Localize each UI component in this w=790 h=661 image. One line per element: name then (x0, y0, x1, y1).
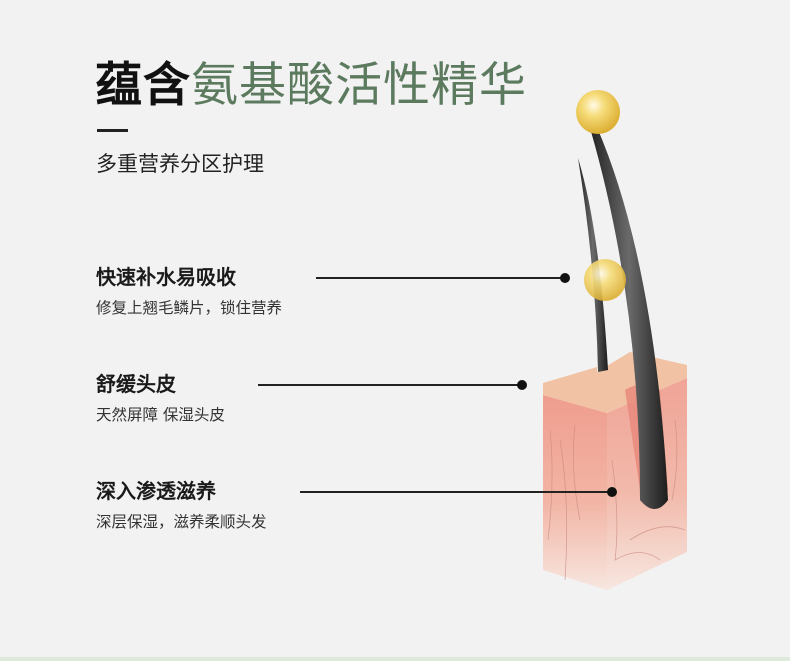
hair-long (590, 125, 668, 509)
callout-dot (517, 380, 527, 390)
callout-dot (560, 273, 570, 283)
divider (97, 129, 128, 132)
callout-line (300, 491, 612, 493)
feature-heading: 深入渗透滋养 (96, 479, 216, 503)
subtitle: 多重营养分区护理 (96, 152, 264, 176)
feature-desc: 天然屏障 保湿头皮 (96, 406, 225, 424)
bottom-strip (0, 657, 790, 661)
title-dark: 蕴含 (95, 58, 191, 113)
feature-desc: 深层保湿，滋养柔顺头发 (96, 513, 267, 531)
title-green: 氨基酸活性精华 (191, 58, 527, 113)
feature-desc: 修复上翘毛鳞片，锁住营养 (96, 299, 283, 317)
callout-line (258, 384, 522, 386)
feature-heading: 舒缓头皮 (96, 372, 176, 396)
feature-heading: 快速补水易吸收 (96, 265, 236, 289)
skin-left-face (543, 395, 607, 590)
nutrient-droplet-mid (584, 259, 626, 301)
page-title: 蕴含氨基酸活性精华 (95, 58, 527, 114)
nutrient-droplet-top (576, 90, 620, 134)
callout-line (316, 277, 565, 279)
callout-dot (607, 487, 617, 497)
